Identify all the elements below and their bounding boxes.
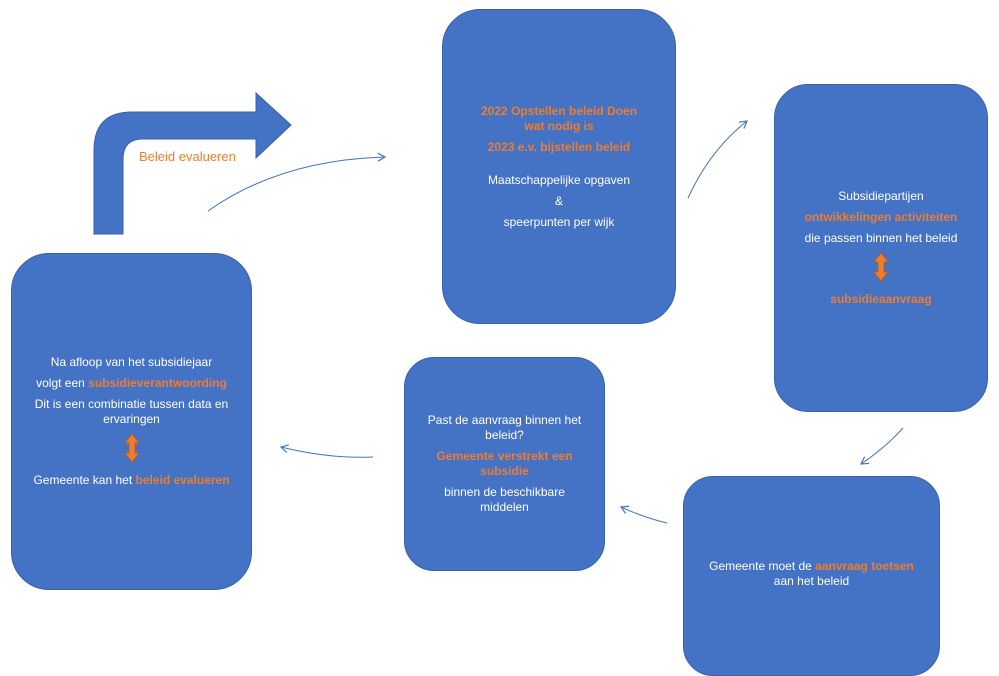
account-line2-pre: volgt een: [36, 376, 89, 390]
partners-application-text: subsidieaanvraag: [830, 292, 932, 306]
test-text: Gemeente moet de: [709, 559, 816, 573]
arrow-policy-to-partners: [687, 120, 748, 199]
policy-2023-text: 2023 e.v. bijstellen beleid: [487, 139, 631, 154]
account-line1: Na afloop van het subsidiejaar: [50, 355, 213, 369]
bent-right-arrow-icon: [93, 91, 292, 235]
grant-question-text: Past de aanvraag binnen het beleid?: [427, 413, 582, 442]
account-line4: Gemeente kan het beleid evalueren: [23, 473, 239, 488]
grant-provides-text: Gemeente verstrekt een subsidie: [436, 449, 573, 478]
policy-ampersand-text: &: [554, 193, 563, 208]
partners-fit-text: die passen binnen het beleid: [804, 231, 958, 245]
arrow-test-to-grant: [619, 505, 668, 524]
partners-developments-text: ontwikkelingen activiteiten: [804, 210, 958, 224]
up-down-arrow-icon: [123, 433, 140, 467]
arrow-partners-to-test: [859, 427, 904, 465]
policy-focus-text: speerpunten per wijk: [503, 214, 615, 229]
evaluate-arrow-label: Beleid evalueren: [139, 149, 236, 164]
grant-budget-text: binnen de beschikbare middelen: [444, 485, 565, 514]
account-line2: volgt een subsidieverantwoording: [26, 376, 237, 391]
accountability-box: Na afloop van het subsidiejaar volgt een…: [11, 253, 252, 590]
up-down-arrow-icon: [873, 252, 889, 286]
policy-societal-text: Maatschappelijke opgaven: [487, 172, 631, 187]
account-line2-hl: subsidieverantwoording: [88, 376, 227, 390]
account-line4-pre: Gemeente kan het: [33, 473, 136, 487]
partners-box: Subsidiepartijen ontwikkelingen activite…: [774, 84, 988, 412]
policy-box: 2022 Opstellen beleid Doen wat nodig is …: [442, 9, 676, 324]
partners-title-text: Subsidiepartijen: [838, 189, 924, 203]
test-line2: aan het beleid: [773, 574, 850, 588]
test-box: Gemeente moet de aanvraag toetsen aan he…: [683, 476, 940, 676]
account-line3: Dit is een combinatie tussen data en erv…: [34, 397, 229, 426]
grant-box: Past de aanvraag binnen het beleid? Geme…: [404, 357, 605, 571]
test-highlight: aanvraag toetsen: [815, 559, 914, 573]
policy-2022-text: 2022 Opstellen beleid Doen wat nodig is: [480, 103, 638, 133]
account-line4-hl: beleid evalueren: [135, 473, 230, 487]
arrow-grant-to-accountability: [279, 444, 374, 458]
test-line1: Gemeente moet de aanvraag toetsen: [699, 559, 924, 574]
